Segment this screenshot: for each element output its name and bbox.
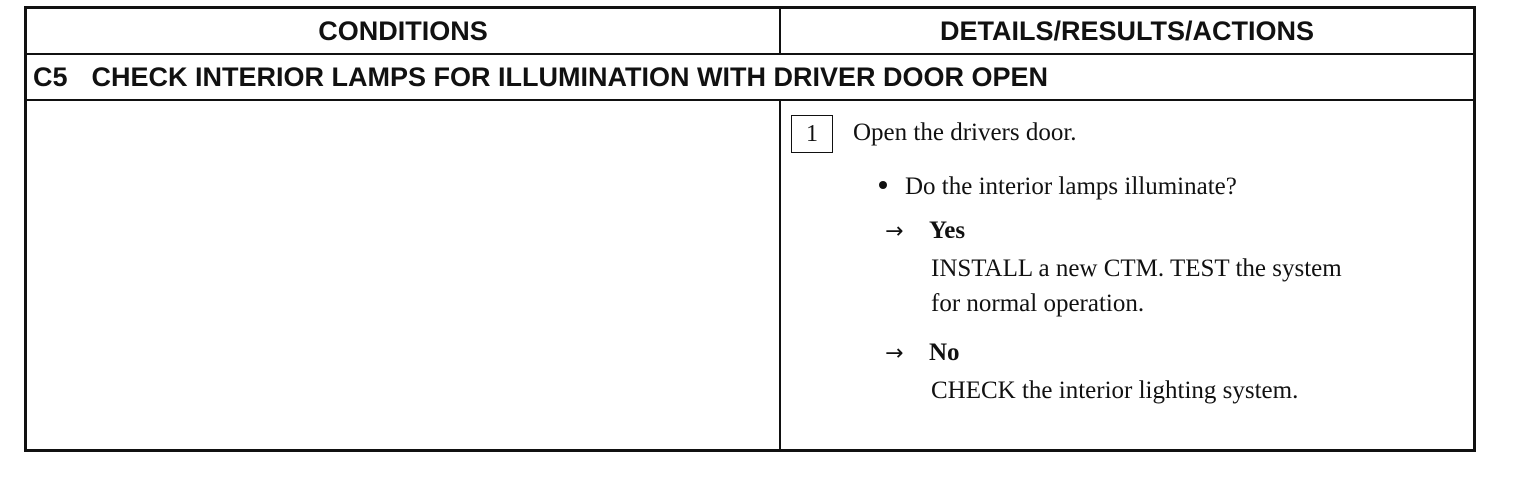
section-code: C5 — [33, 61, 68, 92]
result-no-label: No — [929, 339, 960, 366]
header-details-results-actions: DETAILS/RESULTS/ACTIONS — [781, 9, 1473, 55]
result-yes-action-line1: INSTALL a new CTM. TEST the system — [931, 255, 1342, 282]
arrow-right-icon: → — [885, 219, 904, 244]
result-yes: → Yes — [885, 217, 965, 245]
step-number-box: 1 — [791, 115, 833, 153]
section-title: CHECK INTERIOR LAMPS FOR ILLUMINATION WI… — [91, 61, 1048, 92]
result-no-action-line1: CHECK the interior lighting system. — [931, 377, 1299, 404]
arrow-right-icon: → — [885, 341, 904, 366]
result-yes-label: Yes — [929, 217, 966, 244]
result-yes-action-line2: for normal operation. — [931, 290, 1145, 317]
header-conditions: CONDITIONS — [27, 9, 781, 55]
step-instruction: Open the drivers door. — [853, 119, 1077, 146]
bullet-icon — [879, 181, 887, 190]
result-no: → No — [885, 339, 960, 367]
step-question: Do the interior lamps illuminate? — [879, 173, 1237, 201]
diagnostic-table: CONDITIONS DETAILS/RESULTS/ACTIONS C5 CH… — [24, 6, 1476, 452]
result-no-action: CHECK the interior lighting system. — [931, 373, 1298, 408]
actions-cell: 1 Open the drivers door. Do the interior… — [781, 101, 1473, 449]
conditions-cell — [27, 101, 781, 449]
section-title-row: C5 CHECK INTERIOR LAMPS FOR ILLUMINATION… — [27, 55, 1473, 101]
question-text: Do the interior lamps illuminate? — [905, 173, 1237, 200]
result-yes-action: INSTALL a new CTM. TEST the system for n… — [931, 251, 1342, 321]
